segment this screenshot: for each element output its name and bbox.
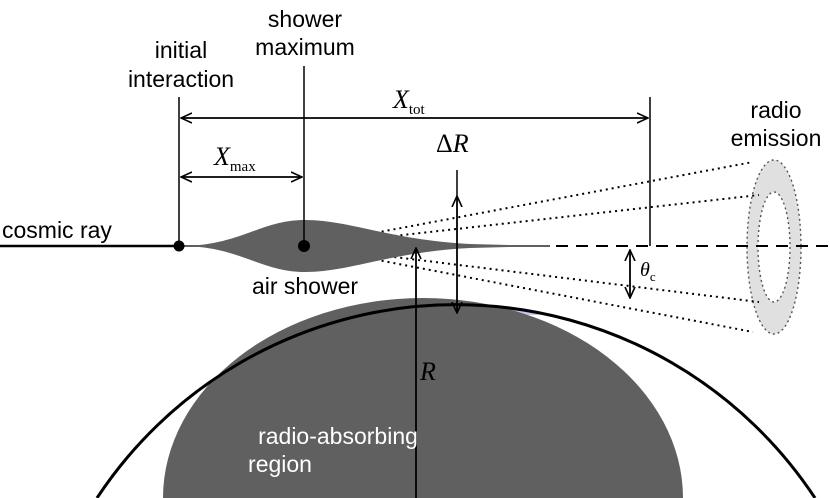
absorbing-region-label-2: region — [248, 451, 312, 477]
radio-cone-lines — [304, 161, 760, 333]
cosmic-ray-label: cosmic ray — [2, 217, 112, 243]
initial-interaction-label-1: initial — [155, 37, 207, 63]
radio-emission-label-1: radio — [750, 97, 801, 123]
delta-r-symbol: ΔR — [436, 129, 469, 158]
atmosphere-band — [97, 304, 815, 315]
r-symbol: R — [419, 357, 436, 386]
radio-emission-ring — [746, 159, 802, 335]
x-max-symbol: Xmax — [213, 142, 256, 175]
radio-absorbing-region — [163, 298, 683, 498]
x-tot-symbol: Xtot — [392, 85, 426, 118]
radio-emission-label-2: emission — [731, 125, 822, 151]
air-shower-label: air shower — [252, 273, 358, 299]
air-shower-profile — [180, 220, 545, 272]
theta-c-symbol: θc — [640, 259, 656, 284]
absorbing-region-label-1: radio-absorbing — [258, 423, 418, 449]
shower-maximum-label-2: maximum — [255, 34, 355, 60]
shower-maximum-label-1: shower — [268, 6, 342, 32]
initial-interaction-label-2: interaction — [128, 66, 234, 92]
